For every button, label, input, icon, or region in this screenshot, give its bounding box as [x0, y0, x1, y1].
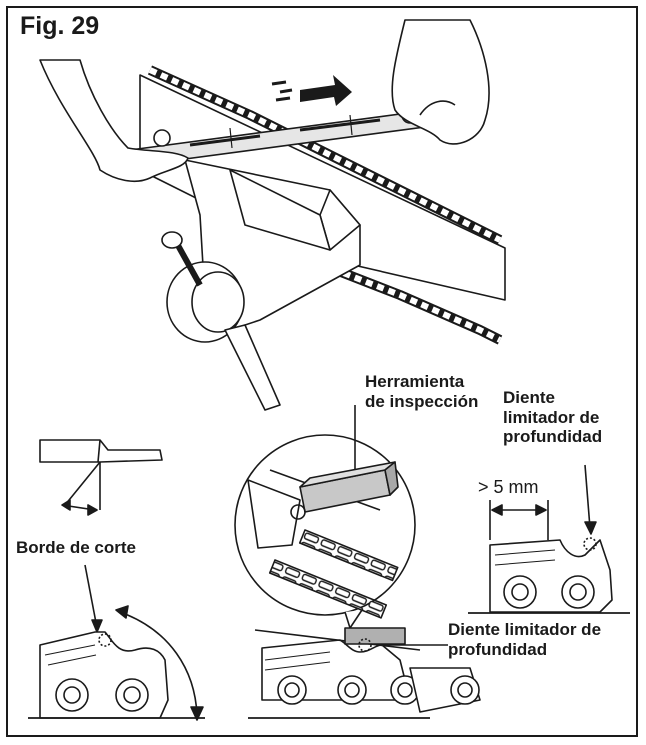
chain-lower — [308, 255, 503, 345]
depth-tooth-detail — [468, 464, 630, 614]
vise-post — [224, 324, 281, 411]
chain-upper — [147, 65, 503, 245]
label-inspection-tool-line1: Herramienta — [365, 372, 465, 391]
label-inspection-tool: Herramienta de inspección — [365, 372, 478, 411]
label-measurement: > 5 mm — [478, 477, 539, 497]
top-scene — [39, 19, 506, 411]
label-cutting-edge: Borde de corte — [16, 538, 136, 557]
label-depth-gauge-right-line1: Diente — [503, 388, 555, 407]
inspection-detail — [234, 405, 481, 719]
label-depth-gauge-bottom-line1: Diente limitador de — [448, 620, 602, 639]
label-depth-gauge-right-line3: profundidad — [503, 427, 603, 447]
right-hand — [391, 19, 490, 145]
label-depth-gauge-right-line2: limitador de — [503, 407, 600, 427]
label-depth-gauge-bottom: Diente limitador de profundidad — [448, 620, 601, 659]
cutter-detail — [28, 439, 205, 721]
label-depth-gauge-bottom-line2: profundidad — [448, 639, 548, 659]
push-arrow — [271, 75, 352, 106]
label-inspection-tool-line2: de inspección — [365, 391, 479, 411]
figure-title: Fig. 29 — [20, 12, 100, 40]
left-hand — [39, 59, 189, 182]
label-depth-gauge-right: Diente limitador de profundidad — [503, 388, 602, 447]
figure-frame — [6, 6, 638, 737]
